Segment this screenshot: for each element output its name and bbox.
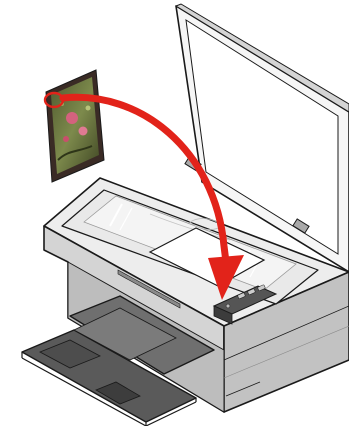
photo-flower [66, 112, 78, 124]
power-button[interactable] [226, 304, 230, 308]
photo-to-load [46, 70, 104, 182]
